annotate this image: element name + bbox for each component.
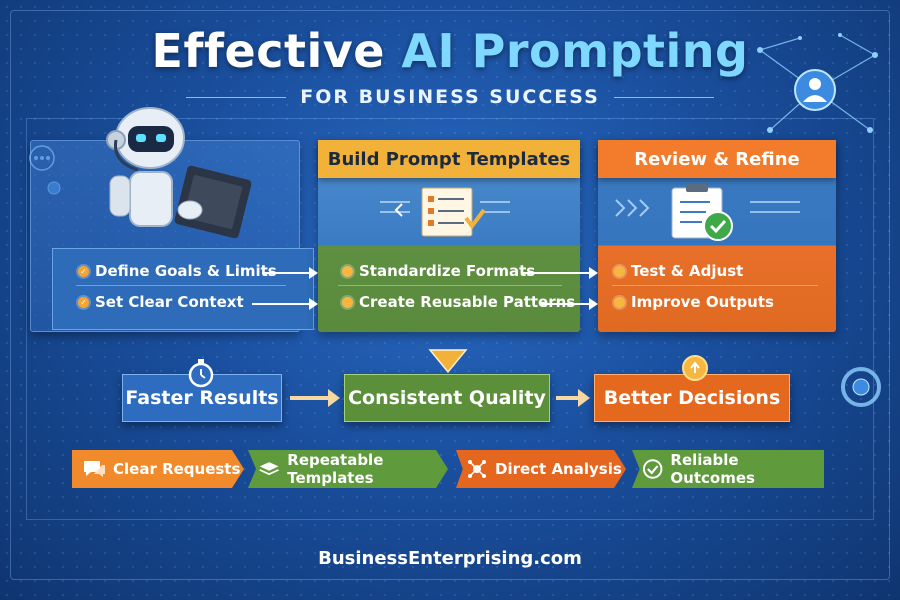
build-item-2: Create Reusable Patterns (342, 293, 575, 311)
template-checklist-icon (380, 187, 510, 237)
define-item-2: ✓ Set Clear Context (78, 293, 244, 311)
bullet-icon (342, 265, 353, 277)
define-panel-body (52, 248, 314, 330)
bullet-icon (614, 296, 625, 308)
divider (612, 285, 818, 286)
network-icon (468, 460, 486, 478)
build-item-1: Standardize Formats (342, 262, 535, 280)
review-item-2-label: Improve Outputs (631, 293, 774, 311)
subtitle-line-left (186, 96, 287, 98)
lightbulb-icon (682, 355, 708, 381)
outer-frame (10, 10, 890, 580)
tag-label: Repeatable Templates (287, 451, 384, 487)
bullet-icon (614, 265, 625, 277)
result-faster-label: Faster Results (125, 387, 279, 409)
check-bullet-icon: ✓ (78, 265, 89, 277)
build-item-2-label: Create Reusable Patterns (359, 293, 576, 311)
tag-repeatable-templates: Repeatable Templates (248, 450, 448, 488)
review-checklist-icon (615, 184, 800, 241)
flow-arrow (252, 298, 318, 310)
stack-icon (259, 462, 279, 476)
tag-label: Direct Analysis (495, 460, 622, 478)
user-network-icon (757, 33, 878, 133)
footer-url: BusinessEnterprising.com (318, 548, 582, 569)
review-panel-header: Review & Refine (598, 140, 836, 178)
result-arrow (290, 389, 340, 407)
title-part-1: Effective (151, 24, 385, 78)
build-item-1-label: Standardize Formats (359, 262, 536, 280)
review-item-1-label: Test & Adjust (631, 262, 744, 280)
review-item-1: Test & Adjust (614, 262, 743, 280)
down-arrow-icon (428, 349, 468, 374)
robot-icon (106, 107, 252, 239)
tag-label: Clear Requests (113, 460, 241, 478)
title-part-2: AI Prompting (401, 24, 749, 78)
stopwatch-icon (188, 359, 214, 388)
build-panel-header: Build Prompt Templates (318, 140, 580, 178)
define-item-1: ✓ Define Goals & Limits (78, 262, 277, 280)
define-item-2-label: Set Clear Context (95, 293, 244, 311)
flow-arrow (262, 267, 318, 279)
tag-reliable-outcomes: Reliable Outcomes (632, 450, 824, 488)
bullet-icon (342, 296, 353, 308)
tag-label: Reliable Outcomes (670, 451, 755, 487)
check-bullet-icon: ✓ (78, 296, 89, 308)
divider (338, 285, 562, 286)
subtitle: FOR BUSINESS SUCCESS (300, 86, 600, 108)
result-consistent: Consistent Quality (344, 374, 550, 422)
review-item-2: Improve Outputs (614, 293, 774, 311)
result-arrow (556, 389, 590, 407)
tag-direct-analysis: Direct Analysis (456, 450, 626, 488)
chat-bubble-icon (84, 461, 105, 477)
result-consistent-label: Consistent Quality (348, 387, 546, 409)
tag-clear-requests: Clear Requests (72, 450, 244, 488)
inner-frame (26, 118, 874, 520)
check-circle-icon (642, 459, 663, 479)
subtitle-line-right (613, 96, 714, 98)
result-better: Better Decisions (594, 374, 790, 422)
flow-arrow (540, 298, 598, 310)
divider (76, 285, 286, 286)
subtitle-row: FOR BUSINESS SUCCESS (0, 86, 900, 108)
flow-arrow (522, 267, 598, 279)
page-title: Effective AI Prompting (0, 24, 900, 78)
ring-decoration (841, 367, 881, 407)
define-item-1-label: Define Goals & Limits (95, 262, 277, 280)
result-better-label: Better Decisions (603, 387, 781, 409)
